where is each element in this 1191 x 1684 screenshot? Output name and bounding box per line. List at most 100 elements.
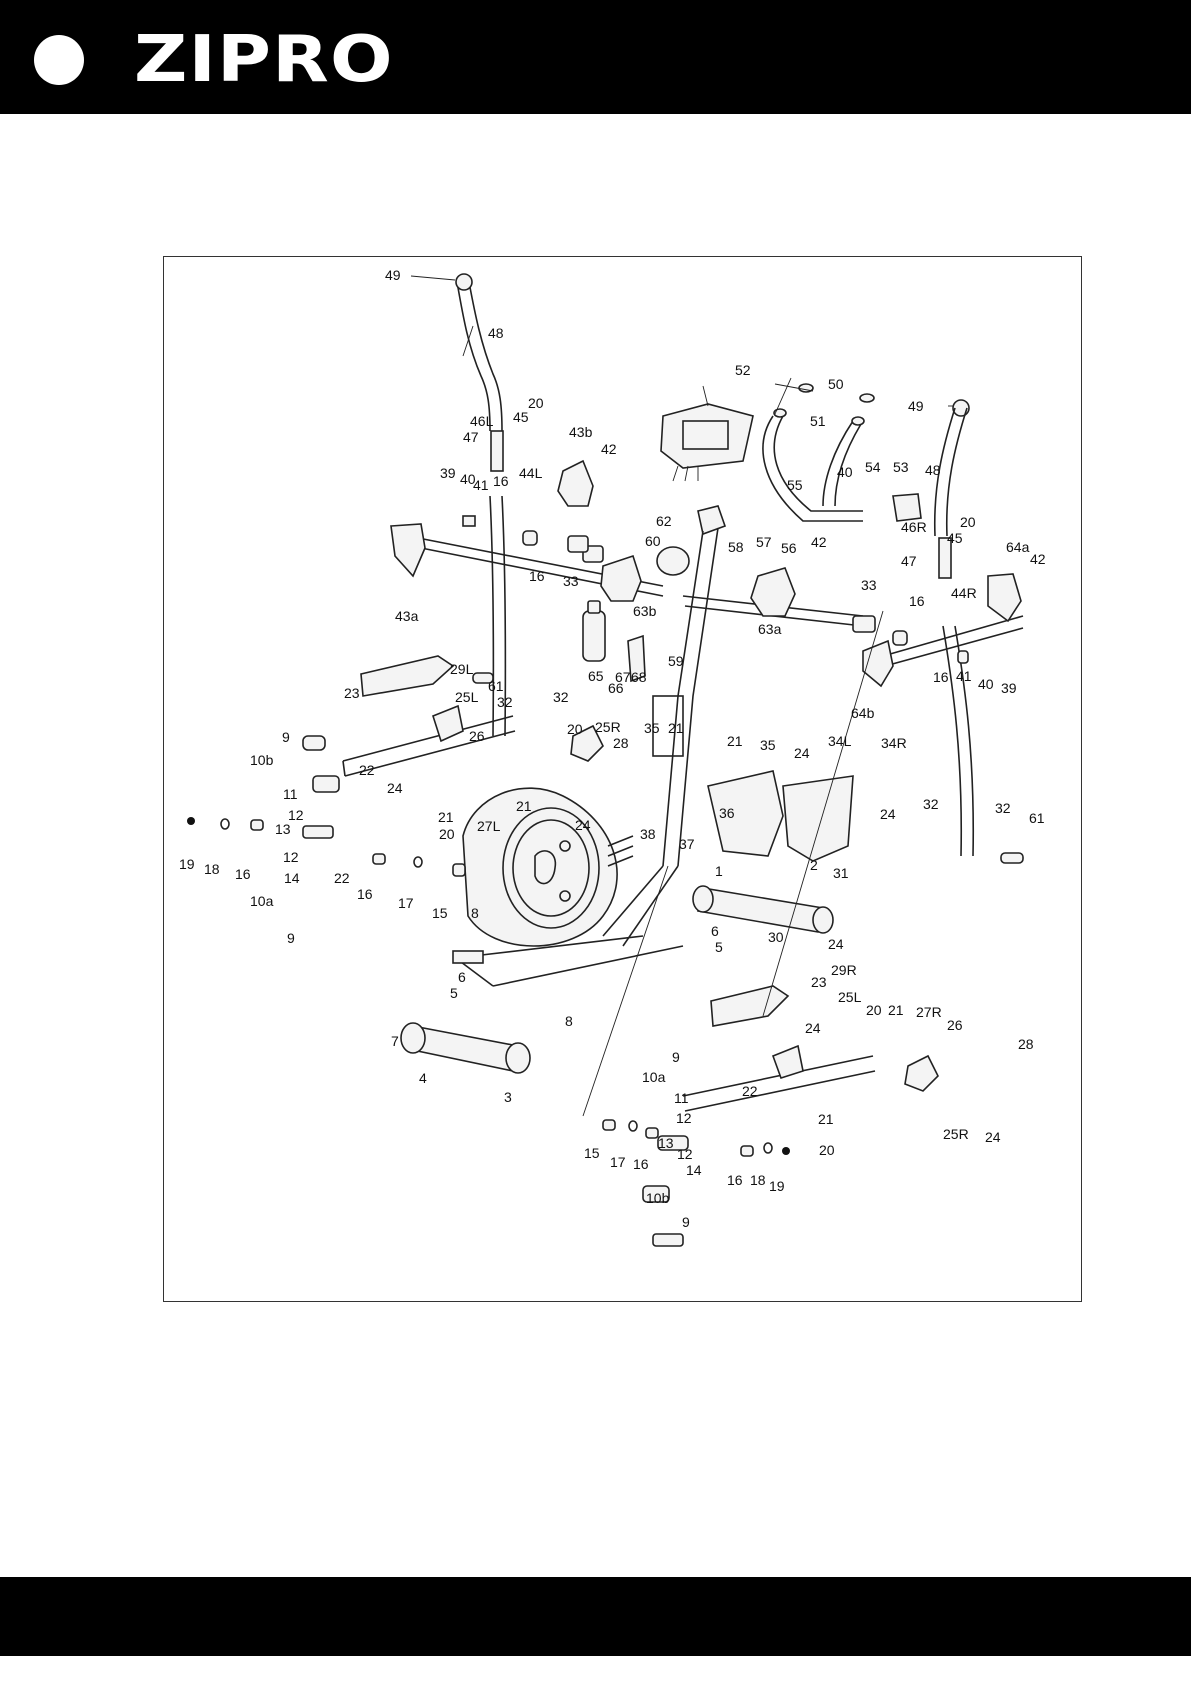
label-p13a: 13 <box>275 821 291 837</box>
flywheel-housing <box>462 787 634 947</box>
label-p49b: 49 <box>908 398 924 414</box>
label-p61b: 61 <box>1029 810 1045 826</box>
label-p2: 2 <box>810 857 818 873</box>
label-p46L: 46L <box>470 413 494 429</box>
label-p31: 31 <box>833 865 849 881</box>
label-p42a: 42 <box>601 441 617 457</box>
label-p39b: 39 <box>1001 680 1017 696</box>
label-p43a: 43a <box>395 608 419 624</box>
bracket-63b <box>600 554 642 602</box>
label-p23b: 23 <box>811 974 827 990</box>
label-p3: 3 <box>504 1089 512 1105</box>
label-p64a: 64a <box>1006 539 1030 555</box>
pin-61-right <box>1000 852 1024 864</box>
label-p14a: 14 <box>284 870 300 886</box>
label-p45a: 45 <box>513 409 529 425</box>
label-p49a: 49 <box>385 267 401 283</box>
label-p16a: 16 <box>493 473 509 489</box>
label-p5b: 5 <box>450 985 458 1001</box>
label-p44R: 44R <box>951 585 977 601</box>
label-p65: 65 <box>588 668 604 684</box>
label-p44L: 44L <box>519 465 543 481</box>
label-p41a: 41 <box>473 477 489 493</box>
label-p34R: 34R <box>881 735 907 751</box>
label-p67: 67 <box>615 669 631 685</box>
page-footer <box>0 1577 1191 1656</box>
label-p58: 58 <box>728 539 744 555</box>
label-p40c: 40 <box>978 676 994 692</box>
label-p20d: 20 <box>439 826 455 842</box>
label-p28a: 28 <box>613 735 629 751</box>
label-p26a: 26 <box>469 728 485 744</box>
label-p28b: 28 <box>1018 1036 1034 1052</box>
label-p39a: 39 <box>440 465 456 481</box>
label-p24f: 24 <box>805 1020 821 1036</box>
label-p6b: 6 <box>458 969 466 985</box>
label-p22a: 22 <box>359 762 375 778</box>
label-p40a: 40 <box>460 471 476 487</box>
main-column <box>602 505 727 947</box>
label-p9b: 9 <box>287 930 295 946</box>
exploded-parts-diagram: 49 48 20 45 46L 47 43b 42 39 40 16 44L 4… <box>179 267 1046 1247</box>
label-p12b: 12 <box>283 849 299 865</box>
label-p61a: 61 <box>488 678 504 694</box>
label-p20a: 20 <box>528 395 544 411</box>
label-p8a: 8 <box>471 905 479 921</box>
label-p55: 55 <box>787 477 803 493</box>
label-p30: 30 <box>768 929 784 945</box>
label-p27L: 27L <box>477 818 501 834</box>
label-p52: 52 <box>735 362 751 378</box>
label-p16g: 16 <box>633 1156 649 1172</box>
label-p15a: 15 <box>432 905 448 921</box>
label-p20f: 20 <box>819 1142 835 1158</box>
label-p16b: 16 <box>529 568 545 584</box>
label-p16c: 16 <box>909 593 925 609</box>
brand-dot-icon <box>34 35 84 85</box>
left-handlebar <box>455 273 507 737</box>
label-p10b_l: 10b <box>250 752 274 768</box>
label-p21f: 21 <box>818 1111 834 1127</box>
label-p33b: 33 <box>861 577 877 593</box>
shrouds-34 <box>707 770 854 862</box>
label-p57: 57 <box>756 534 772 550</box>
label-p48a: 48 <box>488 325 504 341</box>
label-p59: 59 <box>668 653 684 669</box>
pin-61-left <box>472 672 494 684</box>
label-p15b: 15 <box>584 1145 600 1161</box>
page-header: ZIPRO <box>0 0 1191 114</box>
label-p62: 62 <box>656 513 672 529</box>
label-p25R_a: 25R <box>595 719 621 735</box>
label-p29R: 29R <box>831 962 857 978</box>
right-pedal-arm <box>602 985 939 1247</box>
label-p22b: 22 <box>334 870 350 886</box>
label-p21a: 21 <box>668 720 684 736</box>
left-pedal-arm <box>187 655 604 877</box>
bottle-65 <box>582 600 646 683</box>
diagram-frame <box>163 256 1082 1302</box>
label-p6a: 6 <box>711 923 719 939</box>
pivot-assembly <box>567 535 876 633</box>
label-p32b: 32 <box>553 689 569 705</box>
label-p12c: 12 <box>676 1110 692 1126</box>
label-p48b: 48 <box>925 462 941 478</box>
label-p8b: 8 <box>565 1013 573 1029</box>
label-p32d: 32 <box>995 800 1011 816</box>
label-p25L_a: 25L <box>455 689 479 705</box>
label-p29L: 29L <box>450 661 474 677</box>
brand-logo: ZIPRO <box>134 23 394 97</box>
label-p36: 36 <box>719 805 735 821</box>
label-p38: 38 <box>640 826 656 842</box>
label-p16d: 16 <box>933 669 949 685</box>
label-p34L: 34L <box>828 733 852 749</box>
label-p51: 51 <box>810 413 826 429</box>
label-p64b: 64b <box>851 705 875 721</box>
label-p42c: 42 <box>1030 551 1046 567</box>
label-p10a_l: 10a <box>250 893 274 909</box>
label-p68: 68 <box>631 669 647 685</box>
label-p21c: 21 <box>438 809 454 825</box>
label-p9d: 9 <box>682 1214 690 1230</box>
label-p20e: 20 <box>866 1002 882 1018</box>
label-p20c: 20 <box>567 721 583 737</box>
label-p24a: 24 <box>387 780 403 796</box>
label-p9a: 9 <box>282 729 290 745</box>
